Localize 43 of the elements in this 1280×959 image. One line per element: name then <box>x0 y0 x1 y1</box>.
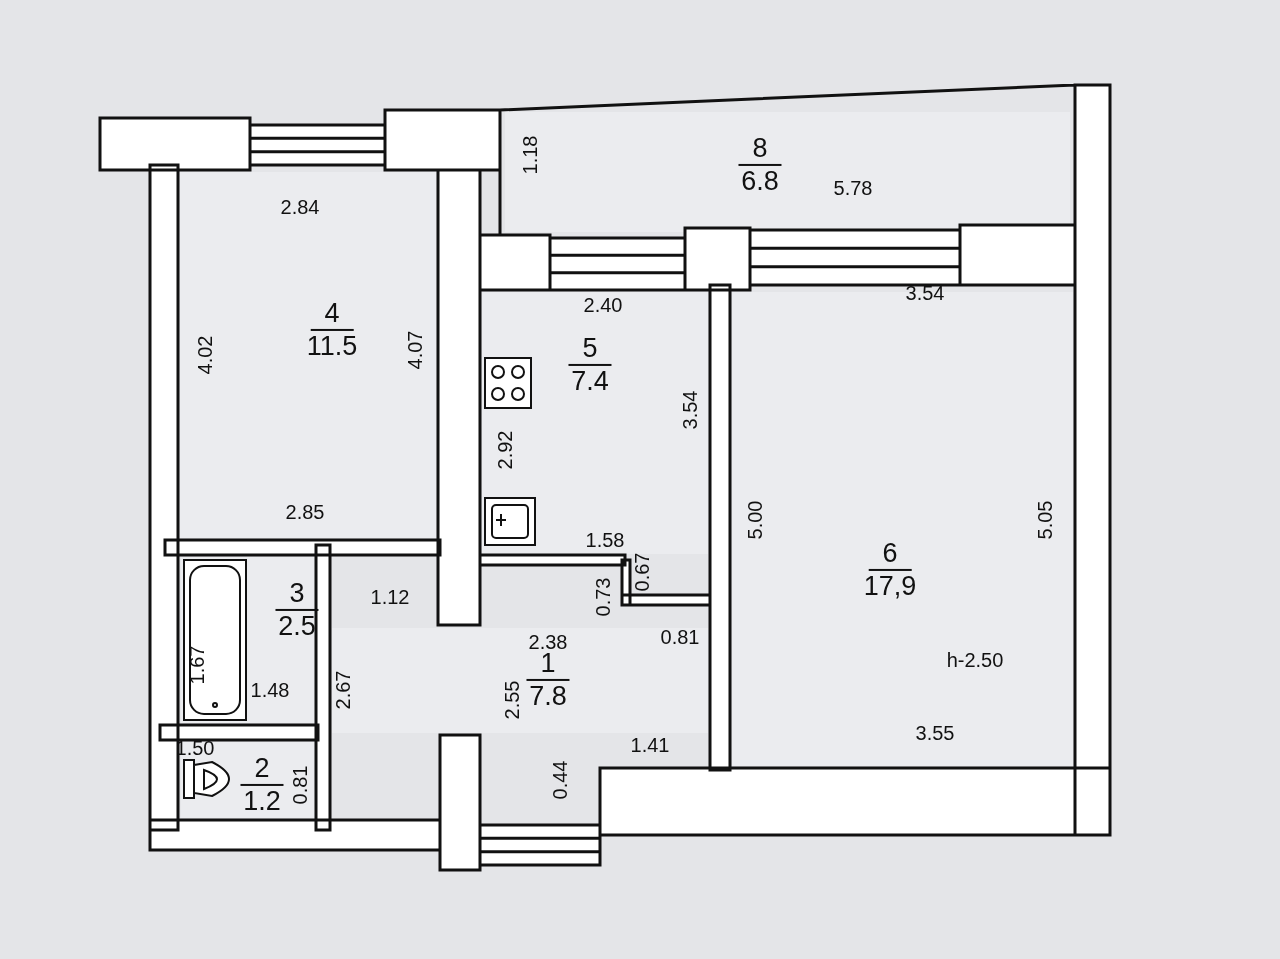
dimension-label: 1.58 <box>585 528 625 552</box>
room-area: 7.4 <box>571 366 609 398</box>
dimension-label: 2.55 <box>500 680 524 720</box>
dimension-label: 5.78 <box>833 176 873 200</box>
dimension-label: 2.85 <box>285 500 325 524</box>
dimension-label: 2.40 <box>583 293 623 317</box>
dimension-label: 5.00 <box>743 500 767 540</box>
dimension-label: 0.81 <box>660 625 700 649</box>
room-number: 6 <box>868 537 912 571</box>
dimension-label: 5.05 <box>1033 500 1057 540</box>
dimension-label: 3.54 <box>678 390 702 430</box>
room-number: 4 <box>310 297 354 331</box>
room-number: 8 <box>738 132 782 166</box>
dimension-label: 1.50 <box>175 736 215 760</box>
dimension-label: 3.54 <box>905 281 945 305</box>
dimension-label: 1.12 <box>370 585 410 609</box>
room-floor <box>332 628 708 733</box>
dimension-label: 0.81 <box>288 765 312 805</box>
room-floor <box>505 112 1070 232</box>
dimension-label: 0.44 <box>548 760 572 800</box>
room-area: 6.8 <box>741 166 779 198</box>
dimension-label: 4.02 <box>193 335 217 375</box>
dimension-label: 4.07 <box>403 330 427 370</box>
dimension-label: 3.55 <box>915 721 955 745</box>
dimension-label: 1.48 <box>250 678 290 702</box>
room-area: 11.5 <box>306 331 358 363</box>
dimension-label: 2.84 <box>280 195 320 219</box>
room-area: 1.2 <box>243 786 281 818</box>
room-area: 2.5 <box>278 611 316 643</box>
room-area: 7.8 <box>529 681 567 713</box>
room-area: 17,9 <box>863 571 917 603</box>
dimension-label: 2.92 <box>493 430 517 470</box>
room-floor <box>482 292 708 554</box>
dimension-label: 0.67 <box>630 552 654 592</box>
room-number: 2 <box>240 752 284 786</box>
dimension-label: 0.73 <box>591 577 615 617</box>
dimension-label: 1.18 <box>518 135 542 175</box>
dimension-label: 1.41 <box>630 733 670 757</box>
room-floor <box>181 742 315 818</box>
room-number: 5 <box>568 332 612 366</box>
room-floor <box>180 172 436 538</box>
dimension-label: 2.67 <box>331 670 355 710</box>
ceiling-height-note: h-2.50 <box>946 648 1004 672</box>
